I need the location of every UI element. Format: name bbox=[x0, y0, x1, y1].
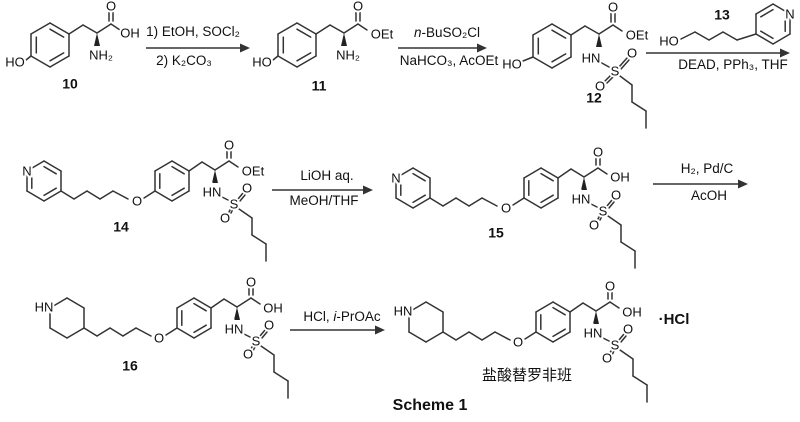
molecule-15-number-label: 15 bbox=[488, 225, 504, 241]
molecule-15-n-label: N bbox=[391, 171, 400, 186]
reagent-step3-line1: DEAD, PPh₃, THF bbox=[678, 57, 788, 72]
molecule-11-oet-label: OEt bbox=[371, 27, 394, 42]
molecule-14-so2-label: O bbox=[220, 211, 230, 226]
molecule-14-o-label: O bbox=[224, 138, 234, 153]
molecule-13-reagent-ho-label: HO bbox=[659, 34, 679, 49]
molecule-12-o-label: O bbox=[608, 0, 618, 15]
molecule-10-ho-label: HO bbox=[5, 55, 25, 70]
molecule-14-hn-label: HN bbox=[203, 185, 222, 200]
molecule-12-ho-label: HO bbox=[502, 57, 522, 72]
molecule-16-oh-label: OH bbox=[263, 301, 283, 316]
molecule-16-s-label: S bbox=[252, 334, 261, 349]
molecule-14-number-label: 14 bbox=[113, 219, 129, 235]
reagent-step2-line1: n-BuSO₂Cl bbox=[413, 25, 481, 40]
molecule-15-s-label: S bbox=[599, 204, 608, 219]
reagent-step4-line2: MeOH/THF bbox=[289, 193, 359, 208]
molecule-15-oh-label: OH bbox=[610, 170, 630, 185]
product-name-chinese: 盐酸替罗非班 bbox=[481, 367, 573, 384]
molecule-tirofiban-hydrochloride-so2-label: O bbox=[602, 351, 612, 366]
reagent-step5-line1: H₂, Pd/C bbox=[680, 161, 734, 176]
molecule-10-number-label: 10 bbox=[62, 76, 78, 92]
molecule-11-o-label: O bbox=[353, 0, 363, 14]
molecule-tirofiban-hydrochloride-oh-label: OH bbox=[622, 305, 642, 320]
hcl-salt-label: ·HCl bbox=[658, 311, 690, 328]
molecule-11-number-label: 11 bbox=[312, 78, 327, 94]
reagent-step5-line2: AcOH bbox=[690, 188, 728, 203]
molecule-16-o_ether-label: O bbox=[154, 331, 164, 346]
molecule-16-o-label: O bbox=[246, 275, 256, 290]
stereo-wedge-bond bbox=[212, 170, 218, 183]
molecule-14-so1-label: O bbox=[242, 181, 252, 196]
stereo-wedge-bond bbox=[596, 34, 602, 47]
molecule-16-hn-label: HN bbox=[225, 322, 244, 337]
molecule-tirofiban-hydrochloride-hn-label: HN bbox=[584, 326, 603, 341]
reaction-arrow-6 bbox=[290, 325, 385, 335]
molecule-13-reagent-n-label: N bbox=[785, 7, 794, 22]
reagent-step1-line2: 2) K₂CO₃ bbox=[156, 53, 212, 68]
molecule-16-so2-label: O bbox=[243, 347, 253, 362]
reaction-arrow-4 bbox=[272, 185, 373, 195]
molecule-tirofiban-hydrochloride-so1-label: O bbox=[623, 322, 633, 337]
molecule-11-ho-label: HO bbox=[252, 55, 272, 70]
molecule-10-o-label: O bbox=[106, 0, 116, 14]
reaction-arrow-1 bbox=[146, 43, 250, 53]
molecule-14-s-label: S bbox=[230, 197, 239, 212]
molecule-16-hn_ring-label: HN bbox=[35, 300, 54, 315]
molecule-10-nh2-label: NH₂ bbox=[89, 48, 113, 63]
molecule-15-so1-label: O bbox=[611, 188, 621, 203]
molecule-14-n-label: N bbox=[22, 164, 31, 179]
molecule-15-o_ether-label: O bbox=[501, 201, 511, 216]
molecule-tirofiban-hydrochloride-o_ether-label: O bbox=[513, 335, 523, 350]
molecule-tirofiban-hydrochloride-o-label: O bbox=[605, 279, 615, 294]
stereo-wedge-bond bbox=[341, 33, 347, 46]
stereo-wedge-bond bbox=[581, 177, 587, 190]
reagent-step4-line1: LiOH aq. bbox=[300, 168, 354, 183]
reaction-arrow-5 bbox=[653, 179, 748, 189]
stereo-wedge-bond bbox=[94, 33, 100, 46]
molecule-16-number-label: 16 bbox=[122, 358, 138, 374]
molecule-14-o_ether-label: O bbox=[132, 194, 142, 209]
stereo-wedge-bond bbox=[234, 307, 240, 320]
reagent-step1-line1: 1) EtOH, SOCl₂ bbox=[146, 24, 240, 39]
reaction-arrow-2 bbox=[398, 43, 487, 53]
molecule-15-hn-label: HN bbox=[572, 192, 591, 207]
molecule-12-s-label: S bbox=[611, 64, 620, 79]
molecule-12-oet-label: OEt bbox=[626, 28, 649, 43]
molecule-13-reagent: HO N 13 bbox=[657, 3, 797, 51]
molecule-tirofiban-hydrochloride-s-label: S bbox=[611, 338, 620, 353]
reaction-arrow-3 bbox=[646, 48, 790, 58]
molecule-10-oh-label: OH bbox=[120, 26, 140, 41]
molecule-13-reagent-number-label: 13 bbox=[714, 7, 730, 23]
molecule-12-hn-label: HN bbox=[582, 51, 601, 66]
molecule-10: HO O OH NH₂ 10 bbox=[3, 0, 142, 94]
stereo-wedge-bond bbox=[593, 311, 599, 324]
molecule-14-oet-label: OEt bbox=[242, 164, 265, 179]
reagent-step2-line2: NaHCO₃, AcOEt bbox=[399, 53, 499, 68]
reagent-step6-line1: HCl, i-PrOAc bbox=[303, 309, 381, 324]
scheme-caption: Scheme 1 bbox=[392, 397, 468, 414]
molecule-11-nh2-label: NH₂ bbox=[336, 48, 360, 63]
molecule-15-so2-label: O bbox=[589, 218, 599, 233]
molecule-16-so1-label: O bbox=[264, 318, 274, 333]
molecule-12-so2-label: O bbox=[595, 79, 605, 94]
molecule-12-so1-label: O bbox=[627, 46, 637, 61]
molecule-tirofiban-hydrochloride-hn_ring-label: HN bbox=[394, 304, 413, 319]
molecule-12-number-label: 12 bbox=[586, 90, 602, 106]
molecule-15-o-label: O bbox=[593, 145, 603, 160]
